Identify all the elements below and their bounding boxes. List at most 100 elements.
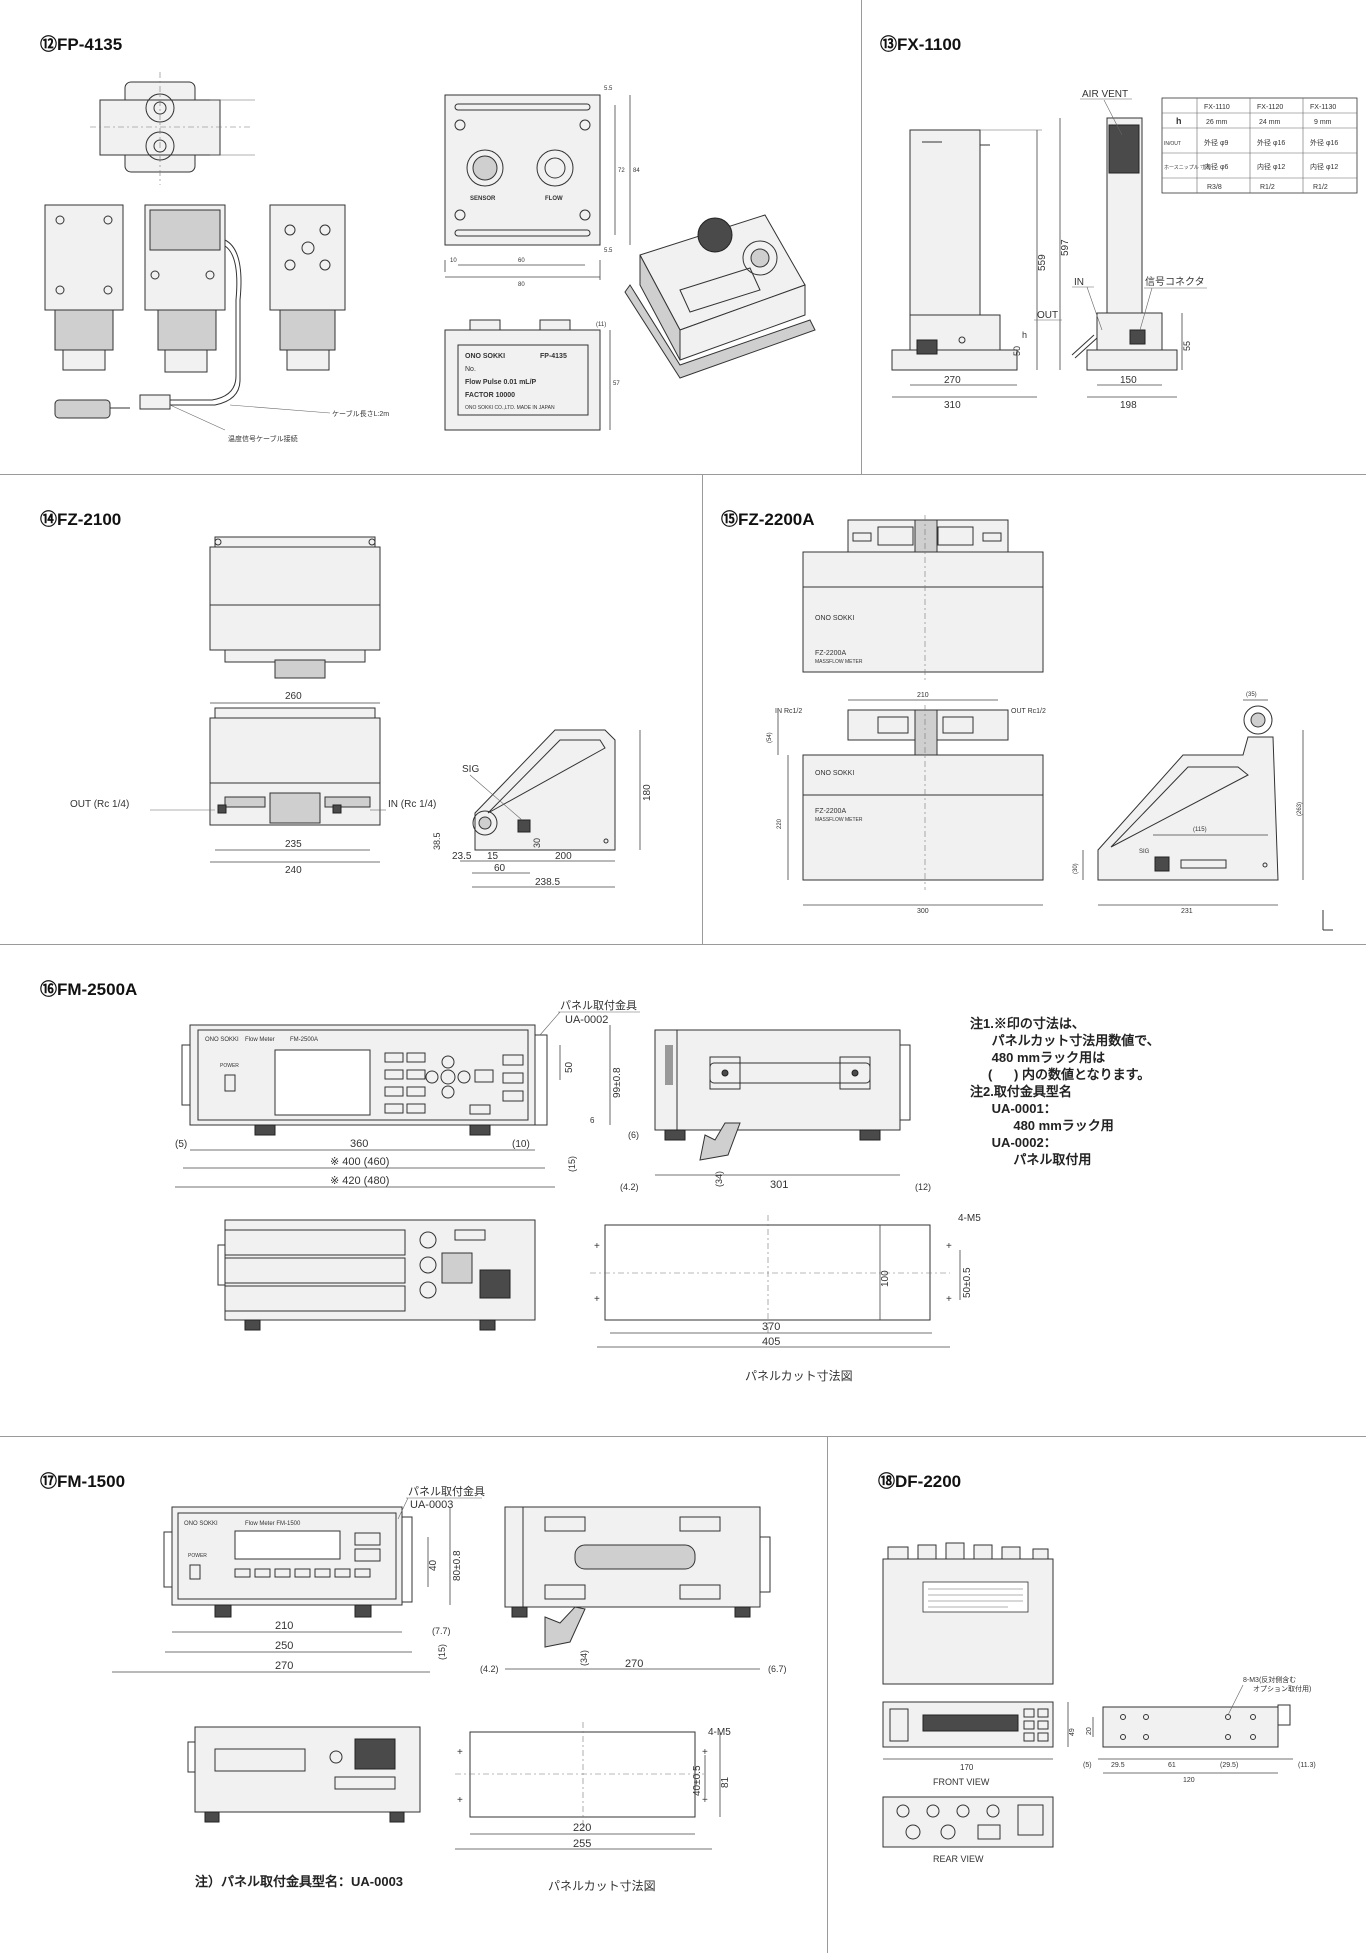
fm1500-dim-255: 255 [573, 1838, 591, 1850]
fz2100-dim-15: 15 [487, 851, 499, 862]
fm1500-dim-80: 80±0.8 [452, 1550, 463, 1581]
fz2100-dim-30: 30 [532, 838, 542, 848]
fp-plate-pulse: Flow Pulse 0.01 mL/P [465, 379, 537, 386]
fx-dim-h: h [1022, 330, 1027, 340]
df-screws-label-2: オプション取付用) [1253, 1684, 1311, 1693]
fz2200-dim-35: (35) [1246, 692, 1257, 698]
fm2500-note-line: 480 mmラック用 [970, 1118, 1114, 1133]
fm2500-dim-50-0-5: 50±0.5 [962, 1267, 973, 1298]
fz2200-top-sub: MASSFLOW METER [815, 659, 863, 665]
fz2200-front-brand: ONO SOKKI [815, 770, 854, 777]
fz2200-sig-label: SIG [1139, 849, 1150, 855]
fz2100-dim-235: 235 [285, 839, 302, 850]
fz2100-dim-180: 180 [642, 784, 653, 801]
fm1500-dim-270: 270 [275, 1660, 293, 1672]
fm2500-dim-12: (12) [915, 1182, 931, 1192]
fx-table-r2c1: 内径 φ6 [1204, 162, 1228, 171]
fx-table-header-3: FX-1130 [1310, 104, 1336, 111]
fz2100-front-view: 260 OUT (Rc 1/4) IN (Rc 1/4) 235 240 [70, 691, 436, 876]
df-dim-61: 61 [1168, 1762, 1176, 1769]
drawing-fm-1500: ONO SOKKI Flow Meter FM-1500 POWER パネル取付… [112, 1484, 787, 1850]
fm2500-power-label: POWER [220, 1063, 239, 1069]
fz2200-dim-220: 220 [777, 818, 783, 829]
panel-title-fm-1500: ⑰FM-1500 [40, 1472, 126, 1491]
fm2500-dim-301: 301 [770, 1179, 788, 1191]
fm1500-power-label: POWER [188, 1553, 207, 1559]
fm1500-dim-210: 210 [275, 1620, 293, 1632]
fm2500-cut-mark-br: + [946, 1294, 952, 1305]
fx-table-r0c2: 24 mm [1259, 119, 1281, 126]
fz2100-side-view: SIG 180 38.5 30 23.5 15 200 60 238.5 [432, 729, 653, 888]
fm2500-display-title: Flow Meter [245, 1037, 275, 1043]
df-front-view: 49 170 FRONT VIEW [882, 1701, 1076, 1787]
fz2100-dim-38-5: 38.5 [432, 832, 442, 850]
fx-table-header-1: FX-1110 [1204, 104, 1230, 111]
fz2200-front-view: 210 IN Rc1/2 OUT Rc1/2 ONO SOKKI FZ-2200… [767, 692, 1046, 915]
fm2500-bracket-model: UA-0002 [565, 1014, 608, 1026]
fx-signal-connector-label: 信号コネクタ [1145, 276, 1205, 288]
df-rear-view-label: REAR VIEW [933, 1854, 984, 1864]
fp-plate-brand: ONO SOKKI [465, 353, 505, 360]
fx-dim-50: 50 [1012, 346, 1022, 356]
fm2500-notes: 注1.※印の寸法は、 パネルカット寸法用数値で、 480 mmラック用は ( )… [970, 1015, 1160, 1168]
drawing-fm-2500a: ONO SOKKI Flow Meter FM-2500A [175, 998, 981, 1348]
df-dim-120: 120 [1183, 1777, 1195, 1784]
fz2200-dim-210: 210 [917, 692, 929, 699]
fm1500-dim-4-2: (4.2) [480, 1664, 499, 1674]
fx-table-r2c0: ホースニップル 寸法 [1164, 164, 1210, 171]
panel-fz-2100: ⑭FZ-2100 260 [0, 475, 703, 945]
fz2200-in-label: IN Rc1/2 [775, 708, 802, 715]
fz2200-dim-300: 300 [917, 908, 929, 915]
fx-table-r2c3: 内径 φ12 [1310, 162, 1338, 171]
drawing-fx-1100: 270 310 559 597 50 h AIR VENT [891, 89, 1358, 411]
fm1500-display-brand: ONO SOKKI [184, 1521, 218, 1527]
df-dim-29-5b: (29.5) [1220, 1762, 1238, 1769]
df-dim-20: 20 [1086, 1727, 1093, 1735]
fx-out-label: OUT [1037, 310, 1058, 321]
fx-table-r3c3: R1/2 [1313, 184, 1328, 191]
fx-table-r1c3: 外径 φ16 [1310, 138, 1338, 147]
fz2100-dim-60: 60 [494, 863, 506, 874]
fp-connector-face: SENSOR FLOW 10 60 80 72 84 5.5 5.5 [444, 86, 640, 288]
fx-dim-559: 559 [1037, 254, 1048, 271]
fz2200-top-view: ONO SOKKI FZ-2200A MASSFLOW METER [802, 515, 1044, 680]
fm1500-dim-7-7: (7.7) [432, 1626, 451, 1636]
fx-dim-198: 198 [1120, 400, 1137, 411]
fp-label-plate-view: ONO SOKKI FP-4135 No. Flow Pulse 0.01 mL… [444, 319, 620, 431]
fz2100-in-label: IN (Rc 1/4) [388, 799, 436, 810]
panel-df-2200: ⑱DF-2200 [828, 1437, 1366, 1953]
panel-title-fz-2200a: ⑮FZ-2200A [721, 510, 815, 529]
fp-dim-84: 84 [633, 168, 640, 174]
fp-cable-length-label: ケーブル長さL:2m [332, 409, 389, 418]
fm2500-note-line: UA-0001： [970, 1101, 1057, 1116]
fz2200-front-sub: MASSFLOW METER [815, 817, 863, 823]
fm1500-panel-cut-caption: パネルカット寸法図 [548, 1879, 656, 1893]
fm1500-dim-6-7: (6.7) [768, 1664, 787, 1674]
fm2500-note-line: UA-0002： [970, 1135, 1057, 1150]
fx-table-r0c1: 26 mm [1206, 119, 1228, 126]
fx-dim-310: 310 [944, 400, 961, 411]
drawing-fz-2100: 260 OUT (Rc 1/4) IN (Rc 1/4) 235 240 [70, 536, 653, 888]
fx-table-r2c2: 内径 φ12 [1257, 162, 1285, 171]
fp-top-view [90, 72, 255, 185]
fm2500-dim-50: 50 [564, 1061, 575, 1073]
fx-dim-55: 55 [1182, 341, 1192, 351]
fp-dim-55-top: 5.5 [604, 86, 613, 92]
fm1500-dim-34: (34) [579, 1650, 589, 1666]
fp-plate-no: No. [465, 366, 476, 373]
fz2100-top-view [209, 536, 381, 679]
fm1500-bracket-label: パネル取付金具 [408, 1484, 485, 1498]
df-front-view-label: FRONT VIEW [933, 1777, 990, 1787]
fm2500-note-line: パネル取付用 [970, 1152, 1092, 1167]
fm2500-note-line: 480 mmラック用は [970, 1050, 1106, 1065]
fz2200-dim-263: (263) [1297, 802, 1303, 816]
fz2200-top-model: FZ-2200A [815, 650, 846, 657]
fp-connector-label: 温度信号ケーブル接続 [228, 434, 298, 443]
fx-dim-597: 597 [1060, 239, 1071, 256]
fm1500-cut-mark-tr: + [702, 1747, 708, 1758]
df-rear-view: REAR VIEW [882, 1796, 1054, 1864]
drawing-fz-2200a: ONO SOKKI FZ-2200A MASSFLOW METER 210 IN… [767, 515, 1333, 931]
panel-title-df-2200: ⑱DF-2200 [878, 1472, 962, 1491]
fp-isometric-view [624, 214, 816, 379]
fz2100-dim-23-5: 23.5 [452, 851, 472, 862]
